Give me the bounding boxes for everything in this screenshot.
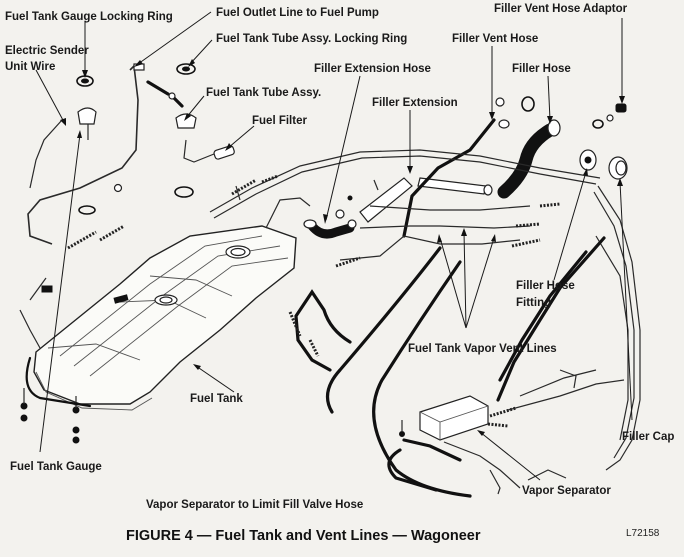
label-fuel-tank: Fuel Tank	[190, 393, 243, 405]
gauge-and-tube-parts	[76, 63, 197, 215]
label-gauge-locking-ring: Fuel Tank Gauge Locking Ring	[5, 11, 173, 23]
figure-code: L72158	[626, 528, 660, 539]
label-filler-extension-hose: Filler Extension Hose	[314, 63, 431, 75]
label-filler-vent-hose: Filler Vent Hose	[452, 33, 538, 45]
label-vapor-separator-hose: Vapor Separator to Limit Fill Valve Hose	[146, 499, 363, 511]
label-electric-sender-line1: Electric Sender	[5, 45, 89, 57]
label-filler-vent-hose-adaptor: Filler Vent Hose Adaptor	[494, 3, 628, 15]
vapor-separator-illustration	[387, 369, 625, 495]
label-tube-assy-locking-ring: Fuel Tank Tube Assy. Locking Ring	[216, 33, 407, 45]
label-vapor-vent-lines: Fuel Tank Vapor Vent Lines	[408, 343, 557, 355]
label-electric-sender-line2: Unit Wire	[5, 61, 55, 73]
figure-caption: FIGURE 4 — Fuel Tank and Vent Lines — Wa…	[126, 528, 481, 544]
filler-assembly-illustration	[303, 96, 628, 239]
label-filler-hose-fitting-line1: Filler Hose	[516, 280, 575, 292]
label-fuel-outlet-line: Fuel Outlet Line to Fuel Pump	[216, 7, 379, 19]
label-fuel-filter: Fuel Filter	[252, 115, 307, 127]
label-tube-assy: Fuel Tank Tube Assy.	[206, 87, 321, 99]
label-filler-hose: Filler Hose	[512, 63, 571, 75]
label-vapor-separator: Vapor Separator	[522, 485, 611, 497]
fuel-tank-illustration	[20, 225, 297, 444]
leader-lines	[35, 11, 633, 481]
callout-labels: Fuel Tank Gauge Locking Ring Electric Se…	[5, 3, 674, 544]
label-filler-hose-fitting-line2: Fitting	[516, 297, 551, 309]
label-filler-extension: Filler Extension	[372, 97, 458, 109]
fuel-outlet-line-illustration	[27, 64, 235, 301]
label-filler-cap: Filler Cap	[622, 431, 674, 443]
label-fuel-tank-gauge: Fuel Tank Gauge	[10, 461, 102, 473]
